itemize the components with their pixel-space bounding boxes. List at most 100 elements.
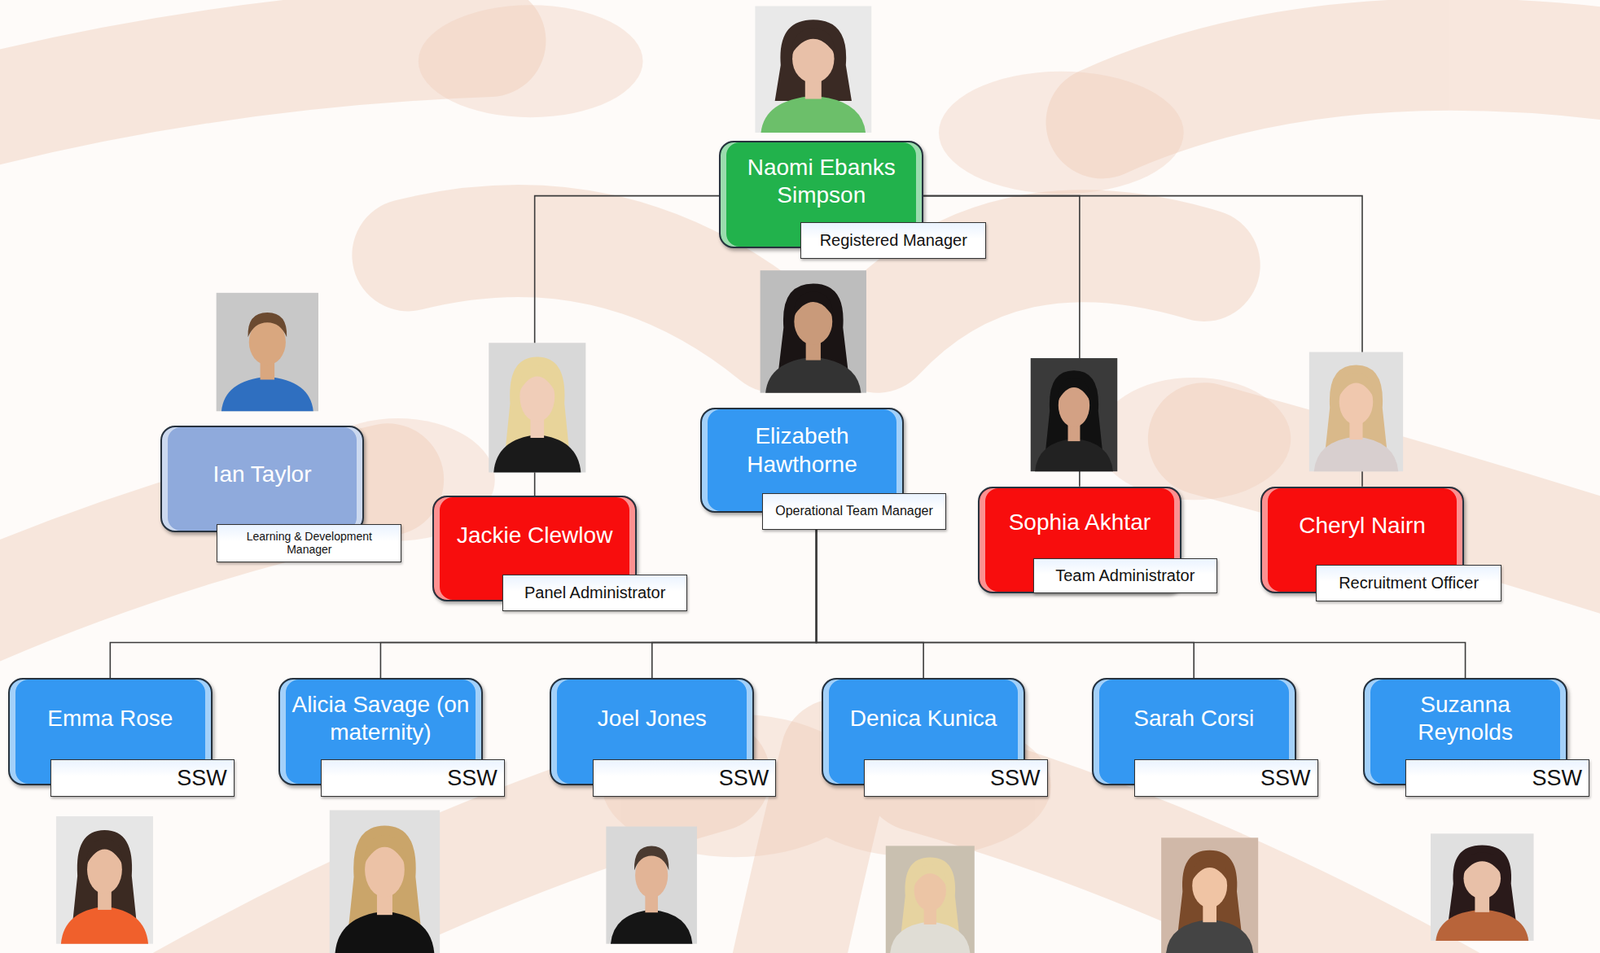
portrait-photo — [1057, 377, 1091, 402]
person-name: Emma Rose — [21, 705, 200, 733]
portrait-photo — [1462, 852, 1502, 875]
portrait-photo — [1430, 833, 1535, 942]
person-name: Cheryl Nairn — [1273, 512, 1452, 540]
person-name: Denica Kunica — [834, 705, 1013, 733]
hand-shape — [1101, 54, 1600, 123]
role-label: Learning & Development Manager — [216, 524, 402, 564]
portrait-photo — [329, 810, 440, 953]
person-name: Sarah Corsi — [1104, 705, 1284, 733]
portrait-photo — [56, 816, 154, 945]
hand-shape — [418, 4, 644, 118]
portrait-photo — [493, 434, 581, 473]
portrait-photo — [885, 846, 975, 953]
portrait-photo — [1161, 837, 1259, 953]
portrait-photo — [754, 6, 872, 133]
portrait-photo — [335, 911, 435, 953]
portrait-photo — [86, 838, 123, 866]
person-name: Suzanna Reynolds — [1376, 691, 1555, 747]
role-label: SSW — [863, 759, 1048, 798]
portrait-photo — [765, 357, 861, 394]
manager-box: Elizabeth HawthorneOperational Team Mana… — [700, 407, 905, 513]
portrait-photo — [1030, 358, 1118, 472]
portrait-photo — [1314, 436, 1399, 472]
portrait-photo — [216, 293, 319, 412]
staff-box: Denica KunicaSSW — [821, 678, 1026, 786]
staff-box: Emma RoseSSW — [8, 678, 213, 786]
reporting-line — [816, 512, 925, 679]
hand-shape — [877, 245, 1205, 338]
hand-shape — [0, 40, 1600, 953]
person-name: Naomi Ebanks Simpson — [732, 153, 911, 210]
staff-box: Sarah CorsiSSW — [1091, 678, 1297, 786]
role-label: Recruitment Officer — [1315, 565, 1502, 602]
portrait-photo — [760, 270, 867, 393]
portrait-photo — [775, 19, 852, 101]
hand-shape — [407, 241, 776, 338]
role-label: SSW — [50, 759, 235, 798]
portrait-photo — [900, 858, 960, 936]
portrait-photo — [1324, 364, 1387, 452]
staff-box: Alicia Savage (on maternity)SSW — [278, 678, 483, 786]
staff-box: Cheryl NairnRecruitment Officer — [1260, 486, 1465, 595]
portrait-photo — [1338, 372, 1375, 399]
portrait-photo — [1161, 837, 1259, 953]
staff-box: Jackie ClewlowPanel Administrator — [432, 495, 637, 602]
portrait-photo — [1430, 833, 1535, 942]
portrait-photo — [634, 846, 669, 872]
staff-box: Suzanna ReynoldsSSW — [1363, 678, 1568, 786]
staff-box: Joel JonesSSW — [549, 678, 754, 786]
portrait-photo — [754, 6, 872, 133]
portrait-photo — [61, 907, 149, 945]
portrait-photo — [1034, 438, 1114, 473]
role-label: SSW — [592, 759, 777, 798]
portrait-photo — [1309, 352, 1403, 473]
portrait-photo — [793, 292, 834, 318]
portrait-photo — [1030, 358, 1118, 472]
portrait-photo — [56, 816, 154, 945]
portrait-photo — [363, 835, 406, 866]
staff-box: Sophia AkhtarTeam Administrator — [977, 486, 1183, 595]
portrait-photo — [610, 910, 693, 945]
person-name: Jackie Clewlow — [445, 521, 624, 550]
role-label: SSW — [1134, 759, 1319, 798]
portrait-photo — [778, 284, 849, 373]
portrait-photo — [605, 827, 697, 945]
person-name: Joel Jones — [562, 705, 741, 733]
portrait-photo — [885, 846, 975, 953]
reporting-line — [923, 196, 1363, 487]
portrait-photo — [1177, 850, 1242, 935]
person-name: Elizabeth Hawthorne — [713, 422, 892, 478]
portrait-photo — [1447, 846, 1517, 924]
hand-shape — [1096, 377, 1291, 500]
role-label: Panel Administrator — [502, 574, 688, 612]
portrait-photo — [605, 827, 697, 945]
portrait-photo — [1191, 858, 1228, 883]
portrait-photo — [889, 922, 970, 953]
portrait-photo — [247, 312, 287, 338]
portrait-photo — [216, 293, 319, 412]
portrait-photo — [221, 376, 314, 412]
role-label: Operational Team Manager — [762, 493, 947, 531]
manager-box: Naomi Ebanks SimpsonRegistered Manager — [718, 140, 924, 249]
portrait-photo — [1435, 910, 1529, 942]
portrait-photo — [72, 830, 137, 924]
portrait-photo — [760, 270, 867, 393]
person-name: Alicia Savage (on maternity) — [291, 691, 470, 747]
hand-shape — [0, 40, 491, 123]
portrait-photo — [505, 357, 570, 452]
portrait-photo — [329, 810, 440, 953]
portrait-photo — [1045, 370, 1103, 453]
role-label: SSW — [320, 759, 505, 798]
portrait-photo — [913, 864, 947, 887]
role-label: Team Administrator — [1033, 558, 1218, 594]
role-label: Registered Manager — [800, 222, 987, 259]
portrait-photo — [1166, 920, 1254, 953]
person-name: Sophia Akhtar — [990, 508, 1170, 537]
portrait-photo — [791, 28, 836, 55]
portrait-photo — [1309, 352, 1403, 473]
person-name: Ian Taylor — [173, 460, 352, 489]
portrait-photo — [518, 365, 556, 393]
portrait-photo — [488, 342, 586, 473]
portrait-photo — [348, 825, 421, 930]
